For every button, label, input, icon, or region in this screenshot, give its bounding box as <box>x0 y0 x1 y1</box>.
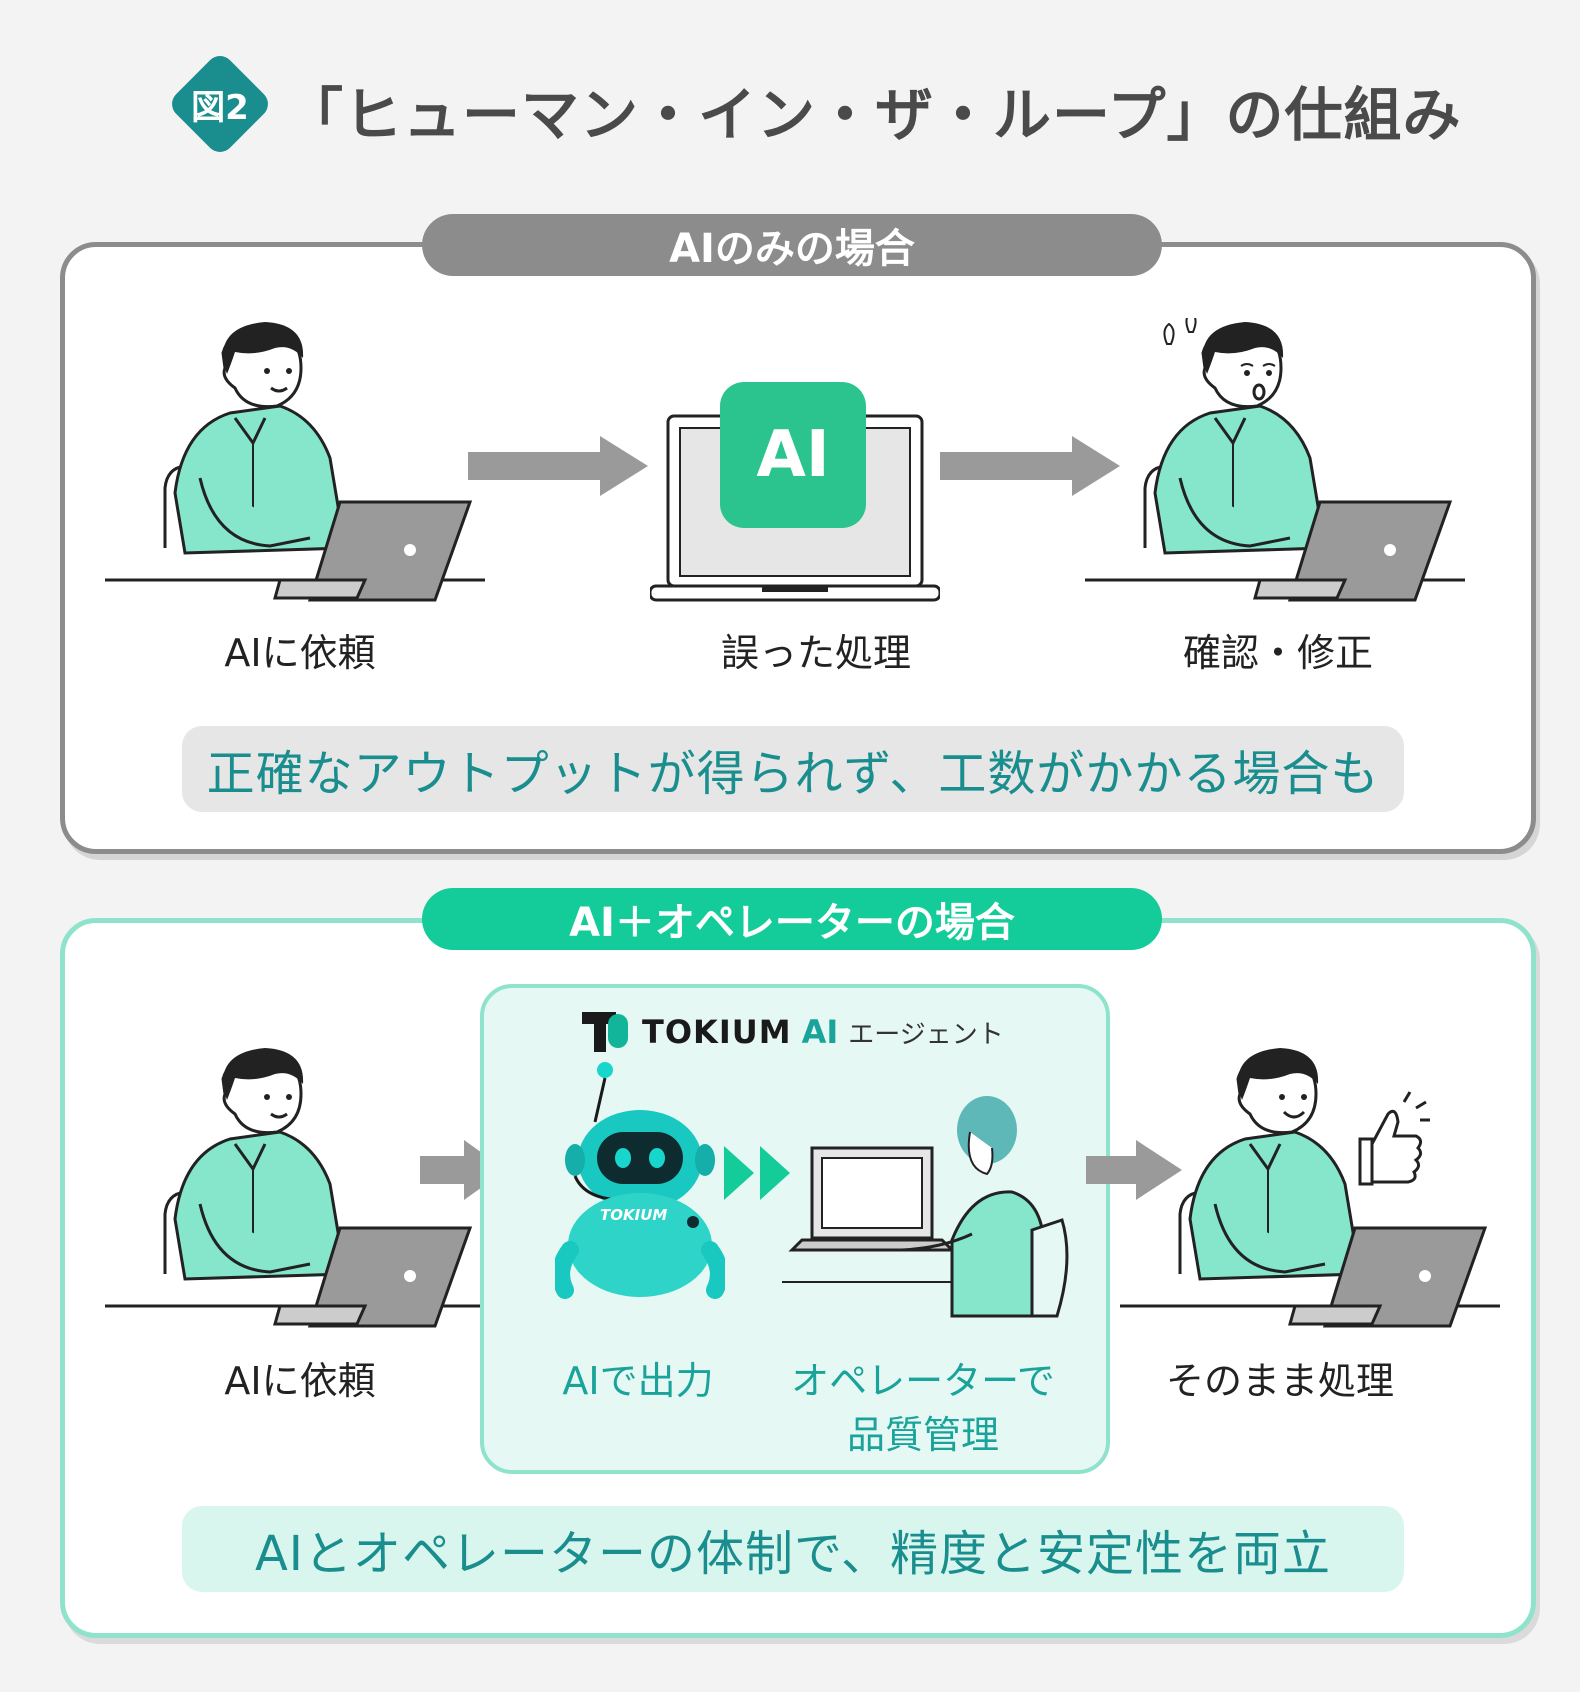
worried-person-illustration <box>1085 318 1465 602</box>
step-caption-process-as-is: そのまま処理 <box>1165 1359 1394 1403</box>
thumbs-up-person-illustration <box>1120 1048 1500 1328</box>
figure-badge-shape <box>166 50 274 158</box>
operator-illustration <box>782 1096 1069 1318</box>
summary-ai-operator: AIとオペレーターの体制で、精度と安定性を両立 <box>182 1506 1404 1592</box>
panel-label-ai-operator: AI＋オペレーターの場合 <box>422 888 1162 950</box>
arrow-right-icon <box>1086 1140 1182 1200</box>
person-at-laptop-illustration <box>105 322 485 602</box>
page-title: 「ヒューマン・イン・ザ・ループ」の仕組み <box>285 81 1462 149</box>
arrow-right-icon <box>940 436 1120 496</box>
step-caption-check-fix: 確認・修正 <box>1182 631 1373 675</box>
ai-chip-label: AI <box>756 418 830 492</box>
step-caption-request: AIに依頼 <box>224 1359 376 1403</box>
brand-name: TOKIUM <box>642 1013 792 1051</box>
double-chevron-icon <box>724 1146 790 1200</box>
brand-suffix: エージェント <box>848 1019 1004 1050</box>
ai-chip-icon: AI <box>720 382 866 528</box>
summary-ai-only: 正確なアウトプットが得られず、工数がかかる場合も <box>182 726 1404 812</box>
tokium-brand-logo: TOKIUM AI エージェント <box>580 1010 1004 1054</box>
step-caption-request: AIに依頼 <box>224 631 376 675</box>
robot-chest-label: TOKIUM <box>600 1206 668 1224</box>
figure-badge: 図2 <box>191 87 249 128</box>
brand-ai: AI <box>801 1013 839 1051</box>
person-at-laptop-illustration <box>105 1048 485 1328</box>
step-caption-wrong-process: 誤った処理 <box>720 631 911 675</box>
tokium-logo-icon <box>582 1012 628 1052</box>
step-caption-operator-line2: 品質管理 <box>846 1413 999 1457</box>
panel-label-ai-only: AIのみの場合 <box>422 214 1162 276</box>
robot-illustration <box>555 1062 725 1299</box>
step-caption-ai-output: AIで出力 <box>562 1359 714 1403</box>
step-caption-operator-line1: オペレーターで <box>791 1359 1055 1403</box>
arrow-right-icon <box>468 436 648 496</box>
